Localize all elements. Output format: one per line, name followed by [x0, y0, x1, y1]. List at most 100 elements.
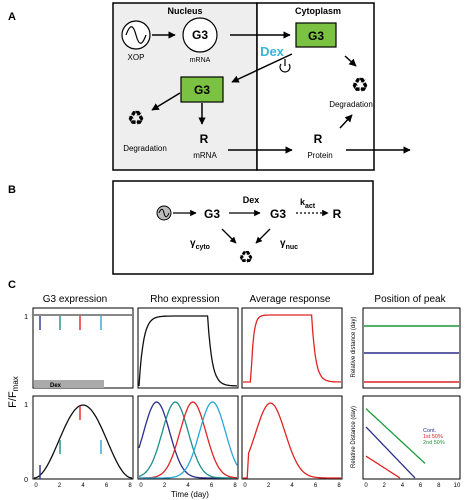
- plot-frame-rho-top: [137, 307, 239, 389]
- title-g3-expression: G3 expression: [43, 294, 107, 305]
- k-act-label: kact: [300, 197, 316, 210]
- model-box: [112, 180, 374, 275]
- peak-bottom-curve-second-half: [365, 408, 426, 464]
- peak-bottom-curve-control: [365, 426, 416, 479]
- g3-left-label: G3: [204, 207, 220, 221]
- x-tick-label: 8: [337, 483, 341, 489]
- x-tick-label: 2: [267, 483, 271, 489]
- x-tick-label: 4: [186, 483, 190, 489]
- g3-mrna-small: mRNA: [190, 57, 211, 64]
- recycle-icon: ♻: [351, 75, 369, 97]
- x-tick-label: 2: [383, 483, 387, 489]
- sine-source-icon: [156, 205, 172, 221]
- rho-bottom-curve: [139, 401, 238, 479]
- dex-label: Dex: [260, 44, 285, 59]
- rho-top-curve: [138, 315, 237, 387]
- ytick-top-one: 1: [24, 314, 28, 321]
- nuc-degradation-arrow: [151, 92, 181, 111]
- x-tick-label: 0: [243, 483, 247, 489]
- ytick-bottom-zero: 0: [24, 477, 28, 484]
- title-rho-expression: Rho expression: [150, 294, 219, 305]
- g3-bottom-bell-curve: [33, 404, 133, 479]
- plot-frame-g3-top: [32, 307, 134, 389]
- cyto-degradation-arrow: [344, 55, 357, 67]
- g3-right-label: G3: [270, 207, 286, 221]
- avg-top-curve: [243, 314, 342, 383]
- recycle-icon: ♻: [238, 248, 253, 267]
- plot-frame-peak-bottom: [362, 395, 461, 480]
- x-tick-label: 6: [105, 483, 109, 489]
- panel-b-letter: B: [8, 184, 16, 196]
- gamma-cyto-arrow: [221, 228, 237, 244]
- x-tick-label: 0: [139, 483, 143, 489]
- protein-degradation-arrow: [339, 114, 353, 129]
- legend-second-half: 2nd 50%: [423, 440, 445, 446]
- rho-bottom-curve: [138, 401, 237, 479]
- g3-mrna-circle: [182, 17, 218, 53]
- g3-cyto-label: G3: [308, 29, 324, 43]
- gamma-nuc-label: γnuc: [280, 238, 298, 251]
- cytoplasm-title: Cytoplasm: [295, 6, 341, 16]
- avg-bottom-curve: [243, 402, 341, 479]
- dex-bar-label: Dex: [50, 383, 62, 389]
- plot-frame-peak-top: [362, 307, 461, 389]
- x-tick-label: 6: [314, 483, 318, 489]
- x-ticks-peak: 0 2 4 6 8 10: [364, 483, 461, 489]
- ytick-bottom-one: 1: [24, 402, 28, 409]
- cyto-degradation-label: Degradation: [329, 100, 373, 109]
- g3-cyto-box: [295, 22, 337, 48]
- x-tick-label: 2: [163, 483, 167, 489]
- gamma-nuc-arrow: [255, 228, 271, 244]
- plot-frame-avg-bottom: [241, 395, 343, 480]
- r-mrna-label: mRNA: [193, 151, 217, 160]
- r-mrna-letter: R: [200, 132, 209, 146]
- x-ticks-avg: 0 2 4 6 8: [243, 483, 341, 489]
- x-tick-label: 6: [210, 483, 214, 489]
- rho-bottom-curve: [139, 401, 238, 479]
- panel-a-letter: A: [8, 11, 16, 23]
- x-ticks-rho: 0 2 4 6 8: [139, 483, 237, 489]
- x-tick-label: 8: [233, 483, 237, 489]
- x-tick-label: 4: [290, 483, 294, 489]
- title-average-response: Average response: [250, 294, 331, 305]
- panel-c-letter: C: [8, 279, 16, 291]
- nuc-degradation-label: Degradation: [123, 144, 167, 153]
- plot-frame-avg-top: [241, 307, 343, 389]
- r-protein-label: Protein: [307, 151, 332, 160]
- gamma-cyto-label: γcyto: [190, 238, 210, 251]
- r-protein-letter: R: [314, 132, 323, 146]
- peak-bottom-curve-first-half: [365, 455, 401, 479]
- curves-layer: [33, 314, 459, 479]
- ylabel-ffmax: F/Fmax: [7, 376, 20, 408]
- plot-frame-rho-bottom: [137, 395, 239, 480]
- nucleus-title: Nucleus: [167, 6, 202, 16]
- g3-nuc-label: G3: [194, 83, 210, 97]
- rho-bottom-curve: [138, 401, 237, 479]
- x-tick-label: 6: [419, 483, 423, 489]
- peak-ylabel-top: Relative distance (day): [351, 316, 357, 377]
- xop-sine-icon: [121, 20, 151, 50]
- legend-first-half: 1st 50%: [423, 434, 443, 440]
- xop-label: XOP: [128, 53, 145, 62]
- xlabel-time: Time (day): [171, 490, 209, 499]
- g3-nuc-box: [180, 76, 224, 103]
- x-tick-label: 4: [81, 483, 85, 489]
- recycle-icon: ♻: [127, 108, 145, 130]
- g3-mrna-label: G3: [192, 28, 208, 42]
- dex-step-label: Dex: [243, 195, 260, 205]
- x-tick-label: 4: [401, 483, 405, 489]
- dex-bar: [34, 380, 104, 388]
- peak-ylabel-bottom: Relative Distance (day): [351, 406, 357, 468]
- x-tick-label: 8: [437, 483, 441, 489]
- x-tick-label: 2: [58, 483, 62, 489]
- x-tick-label: 0: [364, 483, 368, 489]
- x-tick-label: 10: [454, 483, 461, 489]
- legend-control: Cont.: [423, 428, 437, 434]
- r-output-label: R: [333, 207, 342, 221]
- power-icon: [279, 59, 291, 73]
- title-position-of-peak: Position of peak: [374, 294, 446, 305]
- plot-frame-g3-bottom: [32, 395, 134, 480]
- x-tick-label: 0: [34, 483, 38, 489]
